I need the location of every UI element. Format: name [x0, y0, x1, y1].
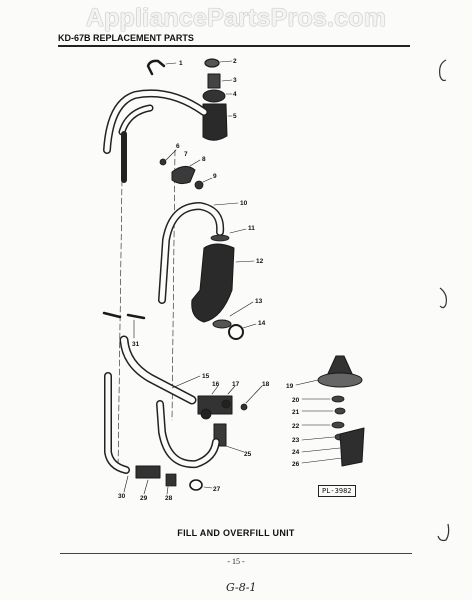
- part-18-screw: [240, 403, 248, 411]
- margin-mark-middle: [439, 287, 447, 309]
- part-9-nut: [194, 180, 204, 190]
- part-14-ring: [228, 324, 244, 340]
- part-28-nut: [165, 473, 177, 487]
- callout-24: 24: [292, 449, 300, 456]
- part-1-clip: [146, 59, 166, 76]
- callout-15: 15: [202, 373, 210, 380]
- callout-7: 7: [184, 151, 188, 158]
- callout-28: 28: [165, 495, 173, 502]
- callout-10: 10: [240, 200, 248, 207]
- callout-14: 14: [258, 320, 266, 327]
- part-13-gasket: [212, 319, 232, 329]
- callout-2: 2: [233, 58, 237, 65]
- callout-23: 23: [292, 437, 300, 444]
- callout-4: 4: [233, 91, 237, 98]
- page-number: - 15 -: [227, 557, 245, 566]
- callout-labels: 1 2 3 4 5 6 7 8 9 10 11 12 13 14 15 16 1…: [118, 58, 300, 502]
- part-29-coupling: [135, 465, 161, 479]
- callout-27: 27: [213, 486, 221, 493]
- callout-26: 26: [292, 461, 300, 468]
- part-8-bracket: [171, 166, 196, 185]
- part-21-washer: [334, 407, 346, 415]
- callout-3: 3: [233, 77, 237, 84]
- callout-1: 1: [179, 60, 183, 67]
- part-31-pin: [102, 311, 122, 319]
- callout-25: 25: [244, 451, 252, 458]
- figure-caption: FILL AND OVERFILL UNIT: [177, 528, 295, 538]
- callout-5: 5: [233, 113, 237, 120]
- callout-22: 22: [292, 423, 300, 430]
- callout-13: 13: [255, 298, 263, 305]
- callout-6: 6: [176, 143, 180, 150]
- watermark: AppliancePartsPros.com: [85, 4, 387, 32]
- part-15-tube: [119, 335, 197, 405]
- part-4-ring: [202, 89, 226, 103]
- part-20-washer: [331, 395, 345, 403]
- callout-8: 8: [202, 156, 206, 163]
- callout-11: 11: [248, 225, 255, 232]
- callout-17: 17: [232, 381, 240, 388]
- part-3-nozzle: [207, 73, 221, 89]
- part-5-funnel: [202, 103, 228, 141]
- part-2-cap: [204, 58, 220, 68]
- callout-12: 12: [256, 258, 264, 265]
- handwritten-note: G-8-1: [226, 581, 257, 594]
- part-24-screen: [339, 427, 365, 467]
- footer-rule: [60, 553, 412, 554]
- part-12-chamber: [191, 243, 235, 323]
- part-11-clamp: [210, 234, 230, 242]
- callout-29: 29: [140, 495, 148, 502]
- callout-20: 20: [292, 397, 300, 404]
- part-27-nut: [189, 479, 203, 491]
- callout-16: 16: [212, 381, 220, 388]
- margin-mark-top: [439, 59, 447, 82]
- callout-18: 18: [262, 381, 270, 388]
- callout-21: 21: [292, 409, 300, 416]
- part-6-screw: [159, 158, 167, 166]
- plate-code: PL-3982: [318, 485, 356, 497]
- callout-31: 31: [132, 341, 140, 348]
- margin-mark-bottom: [437, 523, 450, 542]
- header-rule: [58, 45, 410, 47]
- part-22-washer: [331, 421, 345, 429]
- callout-19: 19: [286, 383, 294, 390]
- callout-30: 30: [118, 493, 126, 500]
- callout-9: 9: [213, 173, 217, 180]
- page-header: KD-67B REPLACEMENT PARTS: [58, 33, 194, 43]
